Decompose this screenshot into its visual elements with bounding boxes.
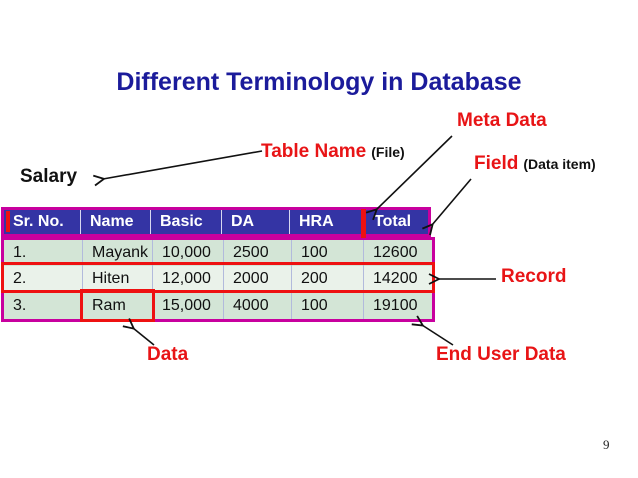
table-header-row: Sr. No. Name Basic DA HRA Total — [1, 207, 431, 237]
cell: 2. — [13, 270, 27, 287]
table-row-2: 2. Hiten 12,000 2000 200 14200 — [4, 266, 432, 292]
label-record: Record — [501, 266, 567, 287]
cell: 2000 — [223, 266, 291, 292]
cell: 200 — [291, 266, 363, 292]
label-table-name: Table Name(File) — [261, 141, 405, 163]
arrow-field-to-total — [432, 178, 472, 225]
cell: Hiten — [82, 266, 152, 292]
cell: 3. — [13, 296, 27, 314]
data-cell-highlight-box — [80, 289, 155, 322]
cell: 12,000 — [152, 266, 223, 292]
page-number: 9 — [603, 437, 610, 452]
header-cell-total: Total — [374, 213, 412, 230]
cell: 12600 — [363, 240, 432, 266]
header-cell-da: DA — [221, 210, 289, 234]
arrow-table-name-to-salary — [103, 150, 263, 179]
cell: 19100 — [363, 292, 432, 319]
cell: 100 — [291, 292, 363, 319]
header-cell-sr-no: Sr. No. — [13, 213, 64, 230]
table-body: 1. Mayank 10,000 2500 100 12600 2. Hiten… — [1, 237, 435, 322]
field-column-red-marker — [361, 209, 366, 238]
label-salary: Salary — [20, 166, 78, 187]
record-highlight-box — [1, 262, 435, 293]
cell: 100 — [291, 240, 363, 266]
table-row-1: 1. Mayank 10,000 2500 100 12600 — [4, 240, 432, 266]
label-field-suffix: (Data item) — [523, 156, 596, 172]
cell: 2500 — [223, 240, 291, 266]
table-row-3: 3. Ram 15,000 4000 100 19100 — [4, 292, 432, 319]
label-data: Data — [147, 344, 189, 365]
header-cell-hra: HRA — [289, 210, 361, 234]
label-field: Field(Data item) — [474, 153, 596, 175]
arrow-data-to-ram-cell — [133, 328, 155, 346]
cell: 15,000 — [152, 292, 223, 319]
cell: 10,000 — [152, 240, 223, 266]
label-end-user-data: End User Data — [436, 344, 566, 365]
label-field-text: Field — [474, 153, 519, 174]
header-cell-name: Name — [80, 210, 150, 234]
arrow-end-user-data-to-table — [422, 325, 454, 346]
header-cell-basic: Basic — [150, 210, 221, 234]
slide-title: Different Terminology in Database — [116, 68, 522, 96]
cell: Mayank — [82, 240, 152, 266]
label-table-name-text: Table Name — [261, 141, 367, 162]
cell: 4000 — [223, 292, 291, 319]
header-left-red-marker — [6, 211, 10, 232]
label-meta-data: Meta Data — [457, 110, 547, 131]
cell: 14200 — [363, 266, 432, 292]
cell: 1. — [13, 244, 27, 261]
label-table-name-suffix: (File) — [371, 144, 405, 160]
